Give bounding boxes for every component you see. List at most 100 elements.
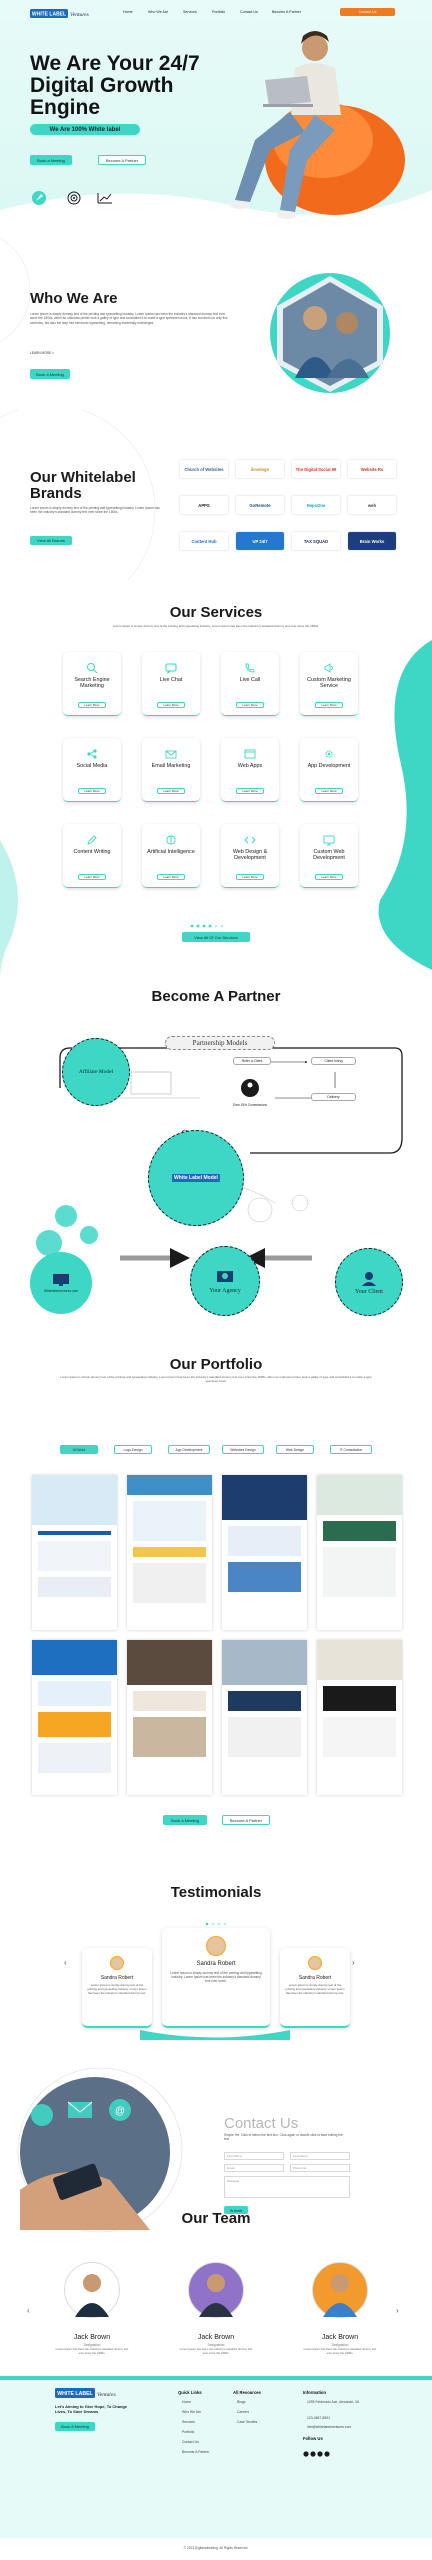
tab-websites-design[interactable]: Websites Design (222, 1445, 264, 1454)
portfolio-title: Our Portfolio (169, 1356, 263, 1373)
footer-link-blogs[interactable]: Blogs (237, 2400, 246, 2404)
brand-card-12[interactable]: Brain Works (348, 532, 396, 550)
first-name-field[interactable]: First Name (224, 2152, 284, 2160)
site-logo[interactable]: WHITE LABEL Ventures (30, 6, 92, 18)
portfolio-item-7[interactable] (222, 1640, 307, 1795)
service-learn-more-button[interactable]: Learn More (236, 702, 264, 708)
portfolio-become-partner-button[interactable]: Become A Partner (222, 1815, 270, 1825)
brand-card-5[interactable]: APPS (180, 496, 228, 514)
brand-card-7[interactable]: RepoOne (292, 496, 340, 514)
portfolio-item-6[interactable] (127, 1640, 212, 1795)
testimonial-next-arrow[interactable]: › (352, 1958, 355, 1967)
service-learn-more-button[interactable]: Learn More (78, 874, 106, 880)
team-next-arrow[interactable]: › (396, 2306, 399, 2315)
service-learn-more-button[interactable]: Learn More (315, 788, 343, 794)
team-name: Jack Brown (197, 2334, 235, 2341)
facebook-icon[interactable] (303, 2451, 309, 2457)
footer-logo[interactable]: WHITE LABEL Ventures (55, 2386, 119, 2404)
nav-contact-us[interactable]: Contact Us (240, 10, 258, 14)
footer-link-who-we-are[interactable]: Who We Are (182, 2410, 201, 2414)
footer-book-meeting-button[interactable]: Book A Meeting (55, 2422, 95, 2431)
service-learn-more-button[interactable]: Learn More (78, 788, 106, 794)
portfolio-book-meeting-button[interactable]: Book a Meeting (163, 1815, 207, 1825)
testimonial-prev-arrow[interactable]: ‹ (64, 1958, 67, 1967)
testimonial-wave (140, 2030, 290, 2040)
footer-link-careers[interactable]: Careers (237, 2410, 250, 2414)
footer-email[interactable]: info@whitelabelventures.com (307, 2425, 352, 2429)
portfolio-item-4[interactable] (317, 1475, 402, 1630)
email-field[interactable]: Email (224, 2164, 284, 2172)
contact-us-button[interactable]: Contact Us (340, 8, 395, 16)
footer-link-become-partner[interactable]: Become A Partner (182, 2450, 210, 2454)
portfolio-item-1[interactable] (32, 1475, 117, 1630)
brand-card-9[interactable]: Content Hub (180, 532, 228, 550)
tab-app-development[interactable]: App Development (168, 1445, 210, 1454)
tab-all-work[interactable]: All Work (60, 1445, 98, 1454)
who-book-meeting-button[interactable]: Book a Meeting (30, 369, 70, 379)
brand-card-3[interactable]: The Digital Social 99 (292, 460, 340, 478)
nav-home[interactable]: Home (123, 10, 133, 14)
service-learn-more-button[interactable]: Learn More (157, 702, 185, 708)
service-learn-more-button[interactable]: Learn More (236, 788, 264, 794)
brand-card-4[interactable]: Website Rx (348, 460, 396, 478)
brand-card-1[interactable]: Church of Websites (180, 460, 228, 478)
learn-more-link[interactable]: LEARN MORE > (30, 351, 54, 355)
affiliate-model-node: Affiliate Model (62, 1038, 130, 1106)
instagram-icon[interactable] (324, 2451, 330, 2457)
tab-logo-design[interactable]: Logo Design (114, 1445, 152, 1454)
tab-web-design[interactable]: Web Design (276, 1445, 314, 1454)
portfolio-item-3[interactable] (222, 1475, 307, 1630)
service-learn-more-button[interactable]: Learn More (236, 874, 264, 880)
nav-become-partner[interactable]: Become A Partner (272, 10, 301, 14)
brand-card-11[interactable]: TAX SQUAD (292, 532, 340, 550)
footer-link-home[interactable]: Home (182, 2400, 192, 2404)
portfolio-item-8[interactable] (317, 1640, 402, 1795)
service-learn-more-button[interactable]: Learn More (157, 788, 185, 794)
service-learn-more-button[interactable]: Learn More (315, 874, 343, 880)
brand-card-10[interactable]: UP 24/7 (236, 532, 284, 550)
tab-it-consultation[interactable]: IT Consultation (330, 1445, 372, 1454)
portfolio-item-5[interactable] (32, 1640, 117, 1795)
team-prev-arrow[interactable]: ‹ (27, 2306, 30, 2315)
view-all-brands-button[interactable]: View All Brands (30, 536, 72, 545)
footer-link-case-studies[interactable]: Case Studies (237, 2420, 258, 2424)
nav-who-we-are[interactable]: Who We Are (148, 10, 169, 14)
hero-book-meeting-button[interactable]: Book a Meeting (30, 155, 72, 165)
footer-link-portfolio[interactable]: Portfolio (182, 2430, 195, 2434)
hero-wave (0, 190, 432, 235)
brand-card-6[interactable]: GoRemote (236, 496, 284, 514)
view-all-services-button[interactable]: View All Of Our Services (182, 932, 250, 942)
service-learn-more-button[interactable]: Learn More (315, 702, 343, 708)
service-learn-more-button[interactable]: Learn More (157, 874, 185, 880)
last-name-field[interactable]: Last Name (290, 2152, 350, 2160)
linkedin-icon[interactable] (317, 2451, 323, 2457)
footer (0, 2376, 432, 2538)
hero-become-partner-button[interactable]: Become A Partner (98, 155, 146, 165)
nav-portfolio[interactable]: Portfolio (212, 10, 226, 14)
phone-field[interactable]: Phone No (290, 2164, 350, 2172)
twitter-icon[interactable] (310, 2451, 316, 2457)
portfolio-item-2[interactable] (127, 1475, 212, 1630)
footer-phone[interactable]: 123-4567-8901 (307, 2416, 331, 2420)
message-field[interactable]: Message (224, 2176, 350, 2198)
nav-services[interactable]: Services (183, 10, 197, 14)
footer-link-services[interactable]: Services (182, 2420, 196, 2424)
service-name: Social Media (76, 763, 108, 769)
submit-button[interactable]: Submit (224, 2206, 248, 2214)
footer-link-contact-us[interactable]: Contact Us (182, 2440, 199, 2444)
brand-card-8[interactable]: web (348, 496, 396, 514)
service-learn-more-button[interactable]: Learn More (78, 702, 106, 708)
brand-card-2[interactable]: ilovelogo (236, 460, 284, 478)
